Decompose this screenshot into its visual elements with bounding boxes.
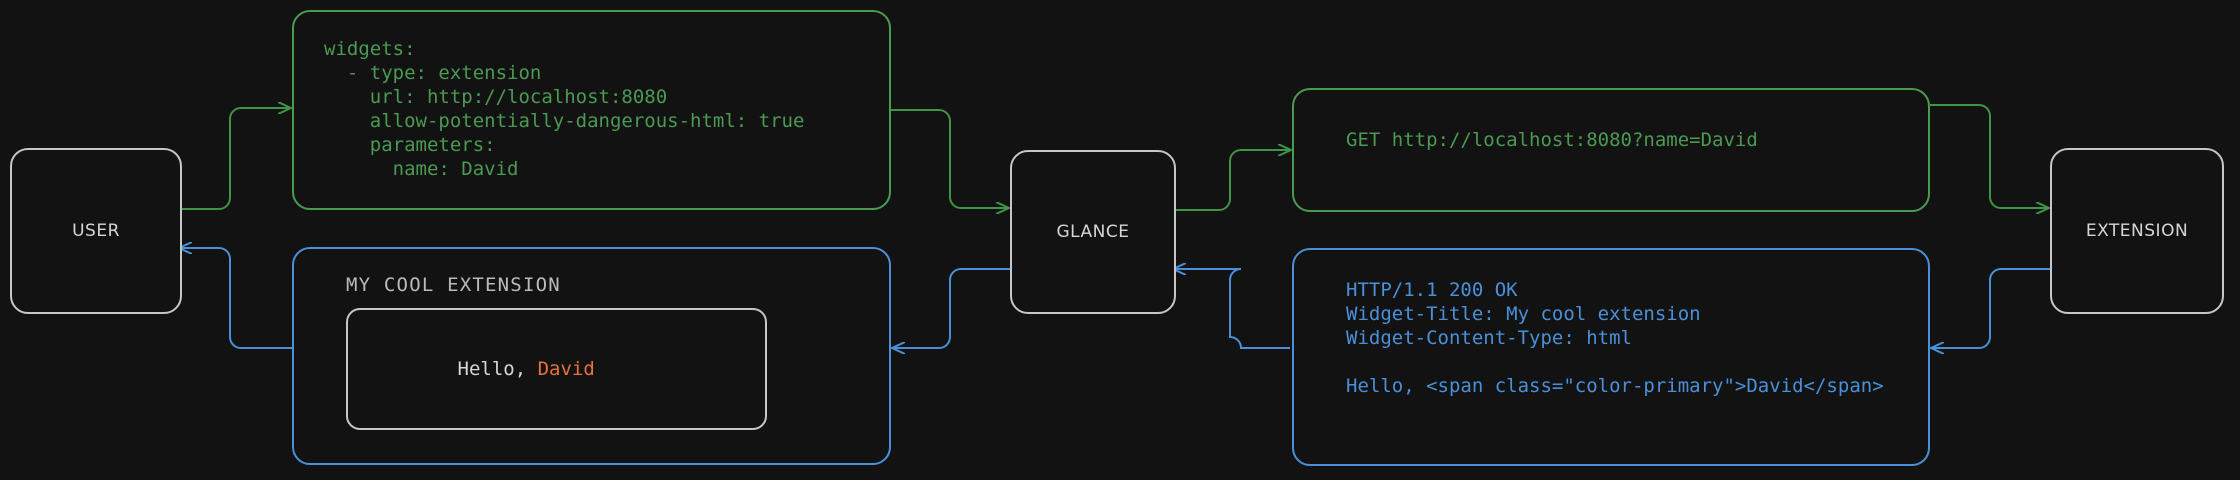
node-glance[interactable]: GLANCE: [1010, 150, 1176, 314]
node-user[interactable]: USER: [10, 148, 182, 314]
edge-glance-to-request-path: [1172, 150, 1290, 211]
node-extension-label: EXTENSION: [2085, 221, 2189, 241]
node-extension[interactable]: EXTENSION: [2050, 148, 2224, 314]
edge-widget-to-user: [180, 248, 292, 349]
config-yaml-code: widgets: - type: extension url: http://l…: [324, 38, 805, 180]
message-http-response[interactable]: HTTP/1.1 200 OK Widget-Title: My cool ex…: [1292, 248, 1930, 466]
message-http-request[interactable]: GET http://localhost:8080?name=David: [1292, 88, 1930, 212]
node-glance-label: GLANCE: [1056, 222, 1130, 242]
widget-body: Hello, David: [348, 336, 595, 402]
widget-body-prefix: Hello,: [457, 358, 538, 380]
message-rendered-widget[interactable]: MY COOL EXTENSION Hello, David: [292, 247, 891, 465]
edge-request-to-extension: [1930, 104, 2048, 208]
widget-title: MY COOL EXTENSION: [346, 274, 561, 296]
widget-content-frame: Hello, David: [346, 308, 767, 430]
edge-glance-to-widget: [893, 268, 1010, 348]
edge-response-to-glance: [1174, 269, 1290, 349]
node-user-label: USER: [72, 221, 120, 241]
message-config-yaml[interactable]: widgets: - type: extension url: http://l…: [292, 10, 891, 210]
http-response-code: HTTP/1.1 200 OK Widget-Title: My cool ex…: [1346, 279, 1884, 397]
edge-extension-to-response: [1932, 268, 2050, 348]
http-request-code: GET http://localhost:8080?name=David: [1346, 129, 1758, 151]
edge-config-to-glance: [891, 109, 1008, 208]
widget-body-accent: David: [537, 358, 595, 380]
edge-user-to-config: [178, 108, 290, 210]
